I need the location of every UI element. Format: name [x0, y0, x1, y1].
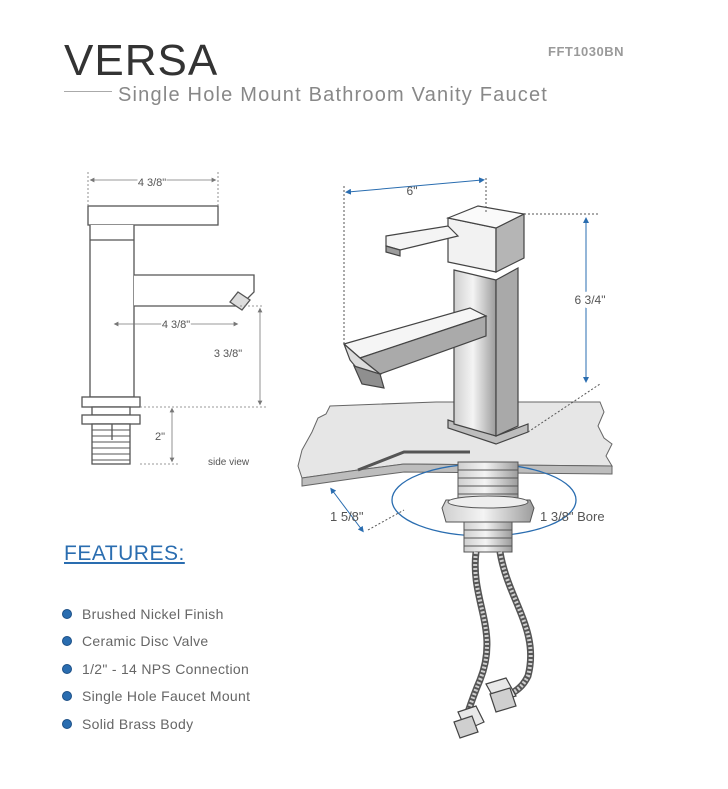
bullet-icon	[62, 718, 72, 729]
bullet-icon	[62, 608, 72, 619]
bore-label: 1 3/8" Bore	[540, 509, 605, 524]
supply-hoses	[453, 551, 535, 739]
main-width-label: 6"	[407, 184, 418, 198]
svg-text:1 3/8" Bore: 1 3/8" Bore	[578, 509, 643, 524]
title-rule	[64, 91, 112, 92]
deck-thickness-label: 1 5/8"	[330, 509, 364, 524]
features-heading: FEATURES:	[64, 542, 185, 565]
faucet-body	[342, 205, 529, 445]
side-thread-length-label: 2"	[155, 431, 165, 443]
svg-text:0000: 0000	[140, 177, 164, 189]
svg-text:6 3/4": 6 3/4"	[575, 293, 606, 307]
side-view-caption: side view	[208, 457, 250, 468]
list-item: Single Hole Faucet Mount	[62, 683, 250, 711]
bullet-icon	[62, 636, 72, 647]
features-list: Brushed Nickel Finish Ceramic Disc Valve…	[62, 600, 250, 738]
main-height-label: 6 3/4"	[575, 293, 606, 307]
side-spout-height-label: 3 3/8"	[214, 348, 242, 360]
list-item: Brushed Nickel Finish	[62, 600, 250, 628]
list-item: Ceramic Disc Valve	[62, 628, 250, 656]
side-spout-reach-label: 4 3/8"	[162, 319, 190, 331]
svg-text:0000: 0000	[164, 319, 188, 331]
list-item: Solid Brass Body	[62, 710, 250, 738]
product-sku: FFT1030BN	[548, 44, 625, 59]
product-title: VERSA	[64, 36, 219, 85]
threaded-shank	[441, 461, 535, 553]
list-item: 1/2" - 14 NPS Connection	[62, 655, 250, 683]
product-subtitle: Single Hole Mount Bathroom Vanity Faucet	[118, 84, 549, 106]
side-view-drawing	[81, 205, 255, 465]
side-top-width-label: 4 3/8"	[138, 177, 166, 189]
bullet-icon	[62, 663, 72, 674]
bullet-icon	[62, 691, 72, 702]
